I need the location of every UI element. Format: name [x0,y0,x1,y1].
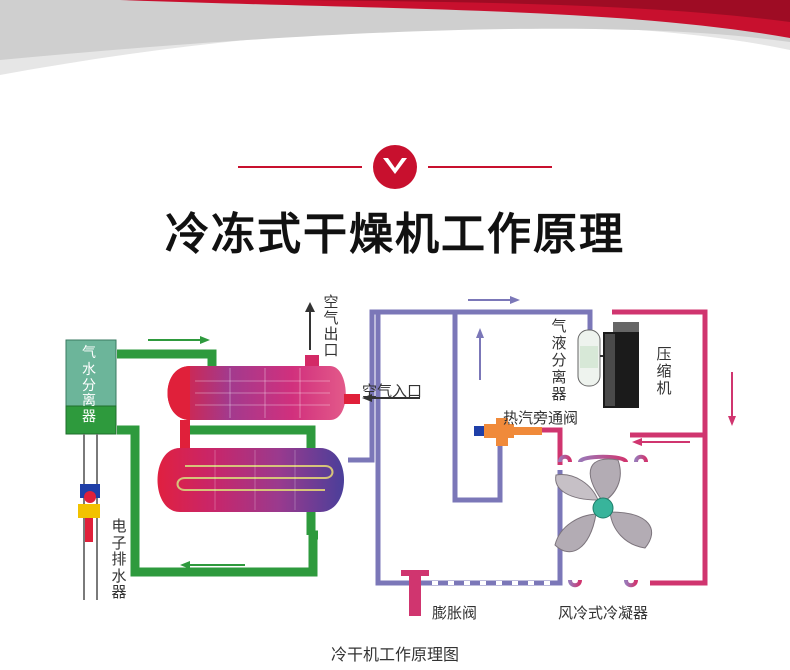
water-separator [65,339,117,435]
hot-gas-bypass-label: 热汽旁通阀 [503,409,579,427]
fan-icon [554,458,653,553]
compressor [603,322,639,408]
gas-liquid-separator-label: 气液分离器 [551,317,567,403]
compressor-label: 压缩机 [656,345,672,397]
air-heat-exchanger [167,355,360,450]
water-separator-label-top: 气 [82,345,96,361]
page-title: 冷冻式干燥机工作原理 [165,209,625,260]
electronic-drain-valve [78,434,100,600]
flow-arrow [148,296,736,569]
hot-gas-bypass-valve [474,418,542,446]
expansion-valve [401,570,550,616]
condenser-label: 风冷式冷凝器 [558,604,649,622]
electronic-drain-label: 电子排水器 [111,517,127,601]
gas-liquid-separator [577,329,612,387]
air-outlet-label: 空气出口 [323,293,339,359]
water-separator-label: 水分离器 [82,362,96,425]
diagram-caption: 冷干机工作原理图 [330,645,459,664]
header-banner [0,0,790,75]
refrigerant-pipe-pink [540,309,708,586]
title-ornament [238,145,552,189]
evaporator [157,448,344,512]
air-inlet-label: 空气入口 [362,382,423,400]
expansion-valve-label: 膨胀阀 [432,604,478,622]
